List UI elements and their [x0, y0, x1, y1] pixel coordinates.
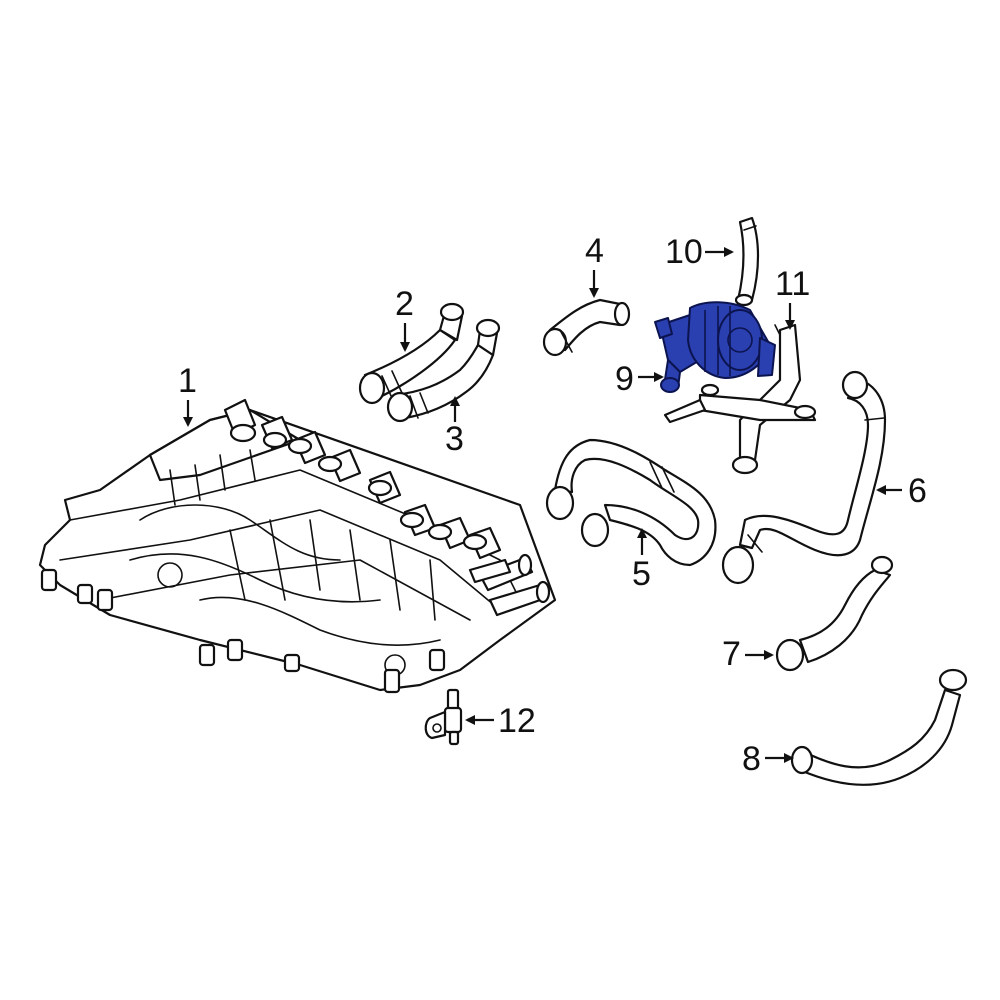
manifold-part-1[interactable]: [38, 398, 557, 694]
callout-label-4: 4: [585, 232, 604, 270]
callout-11: 11: [775, 265, 810, 330]
bracket-part-11[interactable]: [663, 323, 817, 475]
callout-6: 6: [876, 472, 927, 510]
coolant-pump-part-9[interactable]: [654, 301, 776, 393]
callout-label-8: 8: [742, 740, 761, 778]
callout-4: 4: [585, 232, 604, 298]
callout-label-1: 1: [178, 362, 197, 400]
callout-10: 10: [665, 233, 734, 271]
callout-label-2: 2: [395, 285, 414, 323]
callout-label-10: 10: [665, 233, 703, 271]
hose-part-5[interactable]: [545, 438, 717, 567]
callout-2: 2: [395, 285, 414, 352]
callout-label-11: 11: [775, 265, 810, 303]
hose-part-6[interactable]: [721, 370, 887, 585]
callout-label-6: 6: [908, 472, 927, 510]
callout-1: 1: [178, 362, 197, 427]
callout-label-3: 3: [445, 420, 464, 458]
hose-part-8[interactable]: [790, 668, 968, 786]
clip-part-10[interactable]: [734, 216, 760, 307]
callout-3: 3: [445, 396, 464, 458]
hose-part-2[interactable]: [358, 302, 465, 405]
callout-8: 8: [742, 740, 794, 778]
callout-5: 5: [632, 528, 651, 593]
callout-label-7: 7: [722, 635, 741, 673]
hose-part-3[interactable]: [386, 318, 501, 423]
callout-label-5: 5: [632, 555, 651, 593]
hose-part-7[interactable]: [775, 555, 894, 672]
callout-7: 7: [722, 635, 774, 673]
callout-label-9: 9: [615, 360, 634, 398]
hose-part-4[interactable]: [542, 298, 631, 357]
callout-12: 12: [465, 702, 536, 740]
callout-label-12: 12: [498, 702, 536, 740]
sensor-part-12[interactable]: [424, 688, 463, 746]
callout-9: 9: [615, 360, 664, 398]
